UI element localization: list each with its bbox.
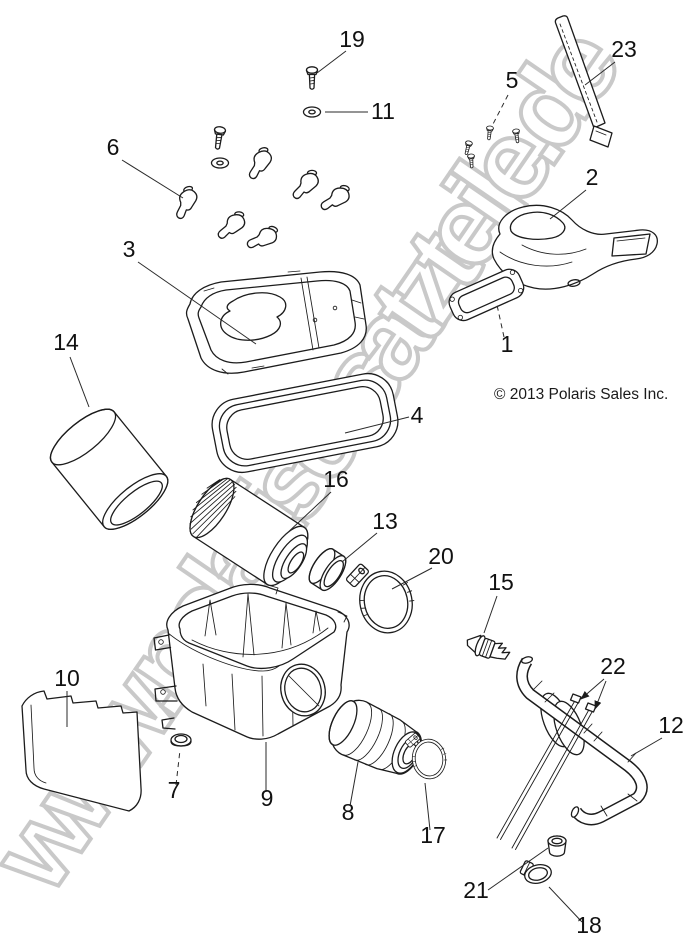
mounting-washer xyxy=(210,157,230,169)
callout-6: 6 xyxy=(107,134,120,160)
copyright-text: © 2013 Polaris Sales Inc. xyxy=(494,386,668,403)
callout-22: 22 xyxy=(600,653,626,679)
vent-cap-21 xyxy=(547,835,567,857)
callout-18: 18 xyxy=(576,912,602,938)
airbox-base-9 xyxy=(153,583,350,740)
callout-17: 17 xyxy=(420,822,446,848)
mounting-screw xyxy=(211,125,227,151)
leader-22b xyxy=(594,680,607,710)
hose-clamp-20 xyxy=(342,553,421,641)
callout-23: 23 xyxy=(611,36,637,62)
callout-12: 12 xyxy=(658,712,684,738)
p-clip xyxy=(319,180,353,216)
p-clip xyxy=(292,169,319,200)
lid-seal-4 xyxy=(211,372,399,474)
callout-19: 19 xyxy=(339,26,365,52)
leader-4 xyxy=(344,416,410,434)
leader-lines xyxy=(66,50,663,923)
hose-clamp-18 xyxy=(519,860,552,884)
leader-1 xyxy=(496,304,505,338)
leader-18 xyxy=(548,886,583,923)
leader-8 xyxy=(349,761,359,807)
callout-10: 10 xyxy=(54,665,80,691)
leader-7 xyxy=(175,749,181,786)
screw-19 xyxy=(305,66,319,90)
leader-12 xyxy=(630,737,663,757)
callout-16: 16 xyxy=(323,466,349,492)
callout-8: 8 xyxy=(342,799,355,825)
leader-21 xyxy=(487,847,549,891)
drain-grommet-7 xyxy=(170,733,192,747)
leader-20 xyxy=(391,567,433,590)
leader-17 xyxy=(424,782,431,831)
hardware-cluster xyxy=(168,66,353,257)
seal-ring-13 xyxy=(308,548,347,592)
leader-23 xyxy=(584,61,616,86)
washer-11 xyxy=(302,106,322,118)
callout-2: 2 xyxy=(586,164,599,190)
callout-9: 9 xyxy=(261,785,274,811)
callout-11: 11 xyxy=(371,98,395,124)
p-clip xyxy=(243,145,276,180)
callout-20: 20 xyxy=(428,543,454,569)
leader-6 xyxy=(121,159,184,199)
leader-19 xyxy=(316,50,347,74)
fitting-15 xyxy=(466,634,511,660)
leader-2 xyxy=(549,189,587,220)
callout-14: 14 xyxy=(53,329,79,355)
air-filter-16 xyxy=(189,477,309,587)
vent-hose-12 xyxy=(516,656,648,826)
intake-boot-8 xyxy=(328,699,423,775)
leader-3 xyxy=(137,261,257,345)
duct-gasket-1 xyxy=(448,268,525,322)
p-clip xyxy=(217,209,247,242)
callout-7: 7 xyxy=(168,777,181,803)
leader-14 xyxy=(69,356,90,408)
leader-22a xyxy=(580,678,605,700)
cable-ties-22 xyxy=(496,693,597,850)
p-clip-6 xyxy=(168,184,203,221)
leader-5 xyxy=(491,94,509,127)
callout-labels: 19 11 6 5 23 2 1 3 14 4 16 13 20 15 22 1… xyxy=(53,26,684,938)
leader-15 xyxy=(483,595,498,634)
callout-13: 13 xyxy=(372,508,398,534)
callout-3: 3 xyxy=(123,236,136,262)
foam-seal-10 xyxy=(21,690,142,812)
leader-13 xyxy=(341,532,378,563)
airbox-lid-3 xyxy=(185,270,367,375)
callout-21: 21 xyxy=(463,877,489,903)
leader-16 xyxy=(283,491,332,537)
callout-15: 15 xyxy=(488,569,514,595)
intake-tube-14 xyxy=(49,408,169,530)
callout-1: 1 xyxy=(501,331,514,357)
p-clip xyxy=(245,219,281,257)
callout-5: 5 xyxy=(506,67,519,93)
breather-rod-23 xyxy=(554,15,613,148)
callout-4: 4 xyxy=(411,402,424,428)
